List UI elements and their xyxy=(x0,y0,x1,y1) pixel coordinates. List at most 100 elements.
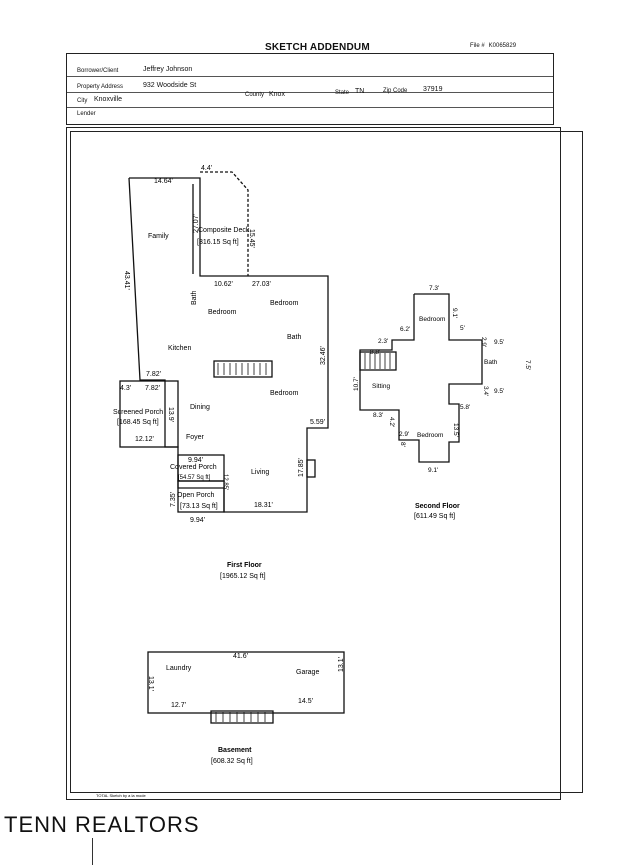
room-bath: Bath xyxy=(191,290,198,305)
city-value: Knoxville xyxy=(94,96,123,103)
screened-porch-outline xyxy=(119,380,179,448)
bump xyxy=(306,459,316,478)
dim: 5.8' xyxy=(460,404,470,411)
dim: 9.94' xyxy=(190,517,205,524)
city-label: City xyxy=(77,98,88,104)
room-bedroom: Bedroom xyxy=(270,300,299,307)
file-number: File #K0065829 xyxy=(466,43,516,49)
basement-title: Basement xyxy=(218,747,252,754)
deck-outline xyxy=(200,171,249,276)
room-bedroom: Bedroom xyxy=(417,432,443,439)
first-floor-area: [1965.12 Sq ft] xyxy=(220,573,266,580)
dim: 8' xyxy=(399,442,406,447)
divider xyxy=(67,107,553,108)
dim: 2.9' xyxy=(399,431,409,438)
second-floor-title: Second Floor xyxy=(415,503,460,510)
screened-porch-area: [168.45 Sq ft] xyxy=(117,419,159,426)
lender-label: Lender xyxy=(77,111,96,117)
dim: 3.4' xyxy=(482,386,489,396)
sketch-outer-frame xyxy=(66,127,561,800)
property-label: Property Address xyxy=(77,84,124,90)
dim: 2.9' xyxy=(480,337,487,347)
dim: 27.03' xyxy=(252,281,271,288)
borrower-label: Borrower/Client xyxy=(77,68,119,74)
sketch-inner-frame xyxy=(70,131,583,793)
dim: 4.3' xyxy=(120,385,131,392)
stair-first xyxy=(213,360,273,378)
dim: 2.3' xyxy=(378,338,388,345)
dim: 41.6' xyxy=(233,653,248,660)
room-family: Family xyxy=(148,233,169,240)
info-block: Borrower/Client Jeffrey Johnson Property… xyxy=(66,53,554,125)
dim: 17.85' xyxy=(298,458,305,477)
page-title: SKETCH ADDENDUM xyxy=(265,42,370,53)
stair-basement xyxy=(210,710,274,724)
dim: 14.5' xyxy=(298,698,313,705)
open-porch-outline xyxy=(177,480,225,513)
dim: 32.46' xyxy=(320,346,327,365)
file-value: K0065829 xyxy=(488,43,517,49)
second-floor-outline xyxy=(359,293,483,463)
zip-value: 37919 xyxy=(423,86,443,93)
dim: 43.41' xyxy=(123,271,130,290)
dim: 5.59' xyxy=(310,419,325,426)
dim: 9.94' xyxy=(188,457,203,464)
dim: 7.35' xyxy=(170,492,177,507)
dim: 12.12' xyxy=(135,436,154,443)
room-garage: Garage xyxy=(296,669,319,676)
county-value: Knox xyxy=(269,91,285,98)
open-porch-area: [73.13 Sq ft] xyxy=(180,503,218,510)
state-label: State xyxy=(335,90,350,96)
dim: 13.5' xyxy=(452,423,459,437)
divider xyxy=(67,76,553,77)
divider xyxy=(67,92,553,93)
dim: 9.1' xyxy=(451,308,458,318)
room-dining: Dining xyxy=(190,404,210,411)
dim: 7.3' xyxy=(429,285,439,292)
dim: 13.1' xyxy=(338,657,345,672)
covered-porch-area: [54.57 Sq ft] xyxy=(178,475,211,481)
dim: 9.5' xyxy=(494,339,504,346)
dim: 27.07' xyxy=(193,214,200,233)
room-laundry: Laundry xyxy=(166,665,192,672)
dim: 9.5' xyxy=(494,388,504,395)
room-living: Living xyxy=(251,469,269,476)
dim: 7.82' xyxy=(146,371,161,378)
dim: 9.1' xyxy=(428,467,438,474)
deck-area: [316.15 Sq ft] xyxy=(197,239,239,246)
first-floor-title: First Floor xyxy=(227,562,262,569)
file-label: File # xyxy=(470,43,485,49)
dim: 12.85' xyxy=(222,474,228,490)
dim: 4.2' xyxy=(388,417,395,427)
state-value: TN xyxy=(355,88,365,95)
screened-porch-title: Screened Porch xyxy=(113,409,163,416)
dim: 7.5' xyxy=(524,360,531,370)
deck-title: Composite Deck xyxy=(198,227,250,234)
realtors-logo: TENN REALTORS xyxy=(4,812,200,837)
room-foyer: Foyer xyxy=(186,434,205,441)
dim: 8.3' xyxy=(373,412,383,419)
dim: 14.64' xyxy=(154,178,173,185)
dim: 13.9' xyxy=(167,407,174,422)
dim: 6.2' xyxy=(400,326,410,333)
dim: 5' xyxy=(460,325,465,332)
property-value: 932 Woodside St xyxy=(143,82,197,89)
second-floor-area: [611.49 Sq ft] xyxy=(414,513,455,520)
dim: 12.7' xyxy=(171,702,186,709)
borrower-value: Jeffrey Johnson xyxy=(143,66,193,73)
dim: 8.8' xyxy=(370,349,380,356)
dim: 7.82' xyxy=(145,385,160,392)
dim: 13.1' xyxy=(147,676,154,691)
open-porch-title: Open Porch xyxy=(177,492,214,499)
room-bedroom: Bedroom xyxy=(208,309,237,316)
room-bath: Bath xyxy=(287,334,302,341)
basement-outline xyxy=(147,651,345,714)
dim: 10.62' xyxy=(214,281,233,288)
footer-note: TOTAL Sketch by a la mode xyxy=(96,793,147,798)
dim: 18.31' xyxy=(254,502,273,509)
divider xyxy=(92,838,93,865)
basement-area: [608.32 Sq ft] xyxy=(211,758,253,765)
stair-second xyxy=(359,351,397,371)
room-sitting: Sitting xyxy=(372,383,390,390)
